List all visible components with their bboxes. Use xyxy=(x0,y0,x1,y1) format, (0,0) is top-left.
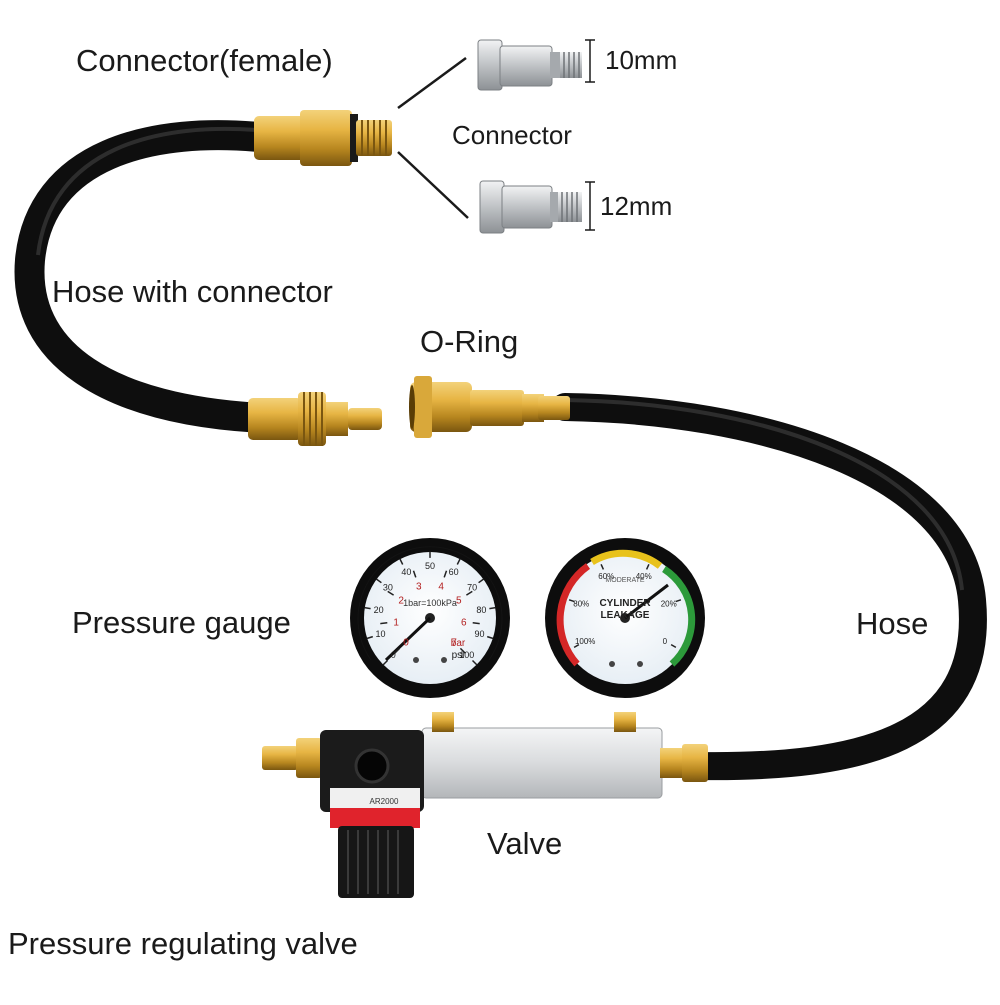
psi-tick-label-tick-8 xyxy=(489,606,496,610)
psi-tick-label-3: 30 xyxy=(383,583,393,593)
leak-tick-label-tick-4 xyxy=(675,599,682,603)
psi-tick-label-6: 60 xyxy=(449,567,459,577)
leak-tick-label-tick-2 xyxy=(600,563,605,570)
psi-tick-label-1: 10 xyxy=(375,629,385,639)
leak-tick-label-3: 40% xyxy=(636,572,652,581)
label-hose-with-connector: Hose with connector xyxy=(52,274,333,309)
leakage-title-1: CYLINDER xyxy=(599,598,651,609)
label-10mm: 10mm xyxy=(605,45,678,75)
gauge-unit-psi: psi xyxy=(452,650,465,661)
psi-tick-label-tick-10 xyxy=(471,659,478,666)
bar-tick-label-tick-7 xyxy=(459,647,466,654)
green-zone xyxy=(662,566,696,667)
bar-tick-label-tick-0 xyxy=(394,647,401,654)
valve-block xyxy=(421,712,708,799)
bar-tick-label-6: 6 xyxy=(461,617,467,628)
leak-tick-label-tick-0 xyxy=(573,643,580,649)
o-ring-coupler xyxy=(409,376,570,438)
leak-tick-label-tick-3 xyxy=(645,563,650,570)
pressure-regulating-valve xyxy=(262,730,424,898)
leak-tick-label-4: 20% xyxy=(661,600,677,609)
bar-tick-label-3: 3 xyxy=(416,581,422,592)
psi-tick-label-5: 50 xyxy=(425,561,435,571)
regulator-model: AR2000 xyxy=(370,797,399,806)
label-o-ring: O-Ring xyxy=(420,324,519,359)
label-connector-female: Connector(female) xyxy=(76,43,333,78)
connector-10mm xyxy=(477,39,595,91)
label-pressure-gauge: Pressure gauge xyxy=(72,605,291,640)
leak-tick-label-5: 0 xyxy=(663,637,668,646)
bar-tick-label-0: 0 xyxy=(403,638,409,649)
pointer-line-bottom xyxy=(397,151,469,219)
bar-tick-label-tick-2 xyxy=(387,590,394,596)
bar-tick-label-1: 1 xyxy=(393,617,399,628)
label-12mm: 12mm xyxy=(600,191,673,221)
bar-tick-label-4: 4 xyxy=(438,581,444,592)
psi-tick-label-2: 20 xyxy=(374,605,384,615)
psi-tick-label-10: 100 xyxy=(459,650,474,660)
gauge-caption: 1bar=100kPa xyxy=(403,598,457,608)
psi-tick-label-7: 70 xyxy=(467,583,477,593)
psi-tick-label-tick-6 xyxy=(456,558,461,565)
bar-tick-label-tick-6 xyxy=(472,622,480,625)
bar-tick-label-2: 2 xyxy=(398,595,404,606)
pressure-needle xyxy=(384,616,432,662)
label-connector: Connector xyxy=(452,120,572,150)
bar-tick-label-7: 7 xyxy=(451,638,457,649)
leak-tick-label-0: 100% xyxy=(575,637,595,646)
label-hose: Hose xyxy=(856,606,929,641)
yellow-zone xyxy=(590,549,663,569)
label-pressure-regulating-valve: Pressure regulating valve xyxy=(8,926,358,961)
leak-tick-label-1: 80% xyxy=(573,600,589,609)
psi-tick-label-8: 80 xyxy=(476,605,486,615)
label-valve: Valve xyxy=(487,826,563,861)
psi-tick-label-tick-9 xyxy=(486,635,494,640)
psi-tick-label-0: 0 xyxy=(391,650,396,660)
pointer-line-top xyxy=(397,56,467,110)
leak-tick-label-tick-1 xyxy=(568,599,575,603)
bar-tick-label-5: 5 xyxy=(456,595,462,606)
connector-12mm xyxy=(479,180,595,234)
psi-tick-label-tick-7 xyxy=(478,578,485,584)
leak-tick-label-2: 60% xyxy=(598,572,614,581)
main-hose xyxy=(551,393,987,781)
psi-tick-label-9: 90 xyxy=(474,629,484,639)
female-connector xyxy=(254,110,392,166)
psi-tick-label-tick-0 xyxy=(382,659,389,666)
hose-with-connector xyxy=(14,120,283,433)
leakage-gauge-ticks: 100% 80% 60% 40% 20% 0 xyxy=(568,563,682,649)
psi-tick-label-tick-1 xyxy=(366,635,374,640)
leakage-zone-label: MODERATE xyxy=(605,577,644,584)
bar-tick-label-tick-5 xyxy=(466,590,473,596)
psi-tick-label-4: 40 xyxy=(401,567,411,577)
leakage-needle xyxy=(624,583,669,620)
leakage-gauge xyxy=(545,538,705,698)
gauge-unit-bar: bar xyxy=(451,638,466,649)
male-coupler xyxy=(248,392,382,446)
bar-tick-label-tick-4 xyxy=(443,570,448,578)
bar-tick-label-tick-1 xyxy=(380,622,388,625)
psi-tick-label-tick-4 xyxy=(399,558,404,565)
leak-tick-label-tick-5 xyxy=(670,643,677,649)
bar-tick-label-tick-3 xyxy=(412,570,417,578)
red-zone xyxy=(556,563,591,667)
leakage-title-2: LEAKAGE xyxy=(601,610,650,621)
psi-tick-label-tick-3 xyxy=(375,578,382,584)
psi-tick-label-tick-2 xyxy=(364,606,371,610)
